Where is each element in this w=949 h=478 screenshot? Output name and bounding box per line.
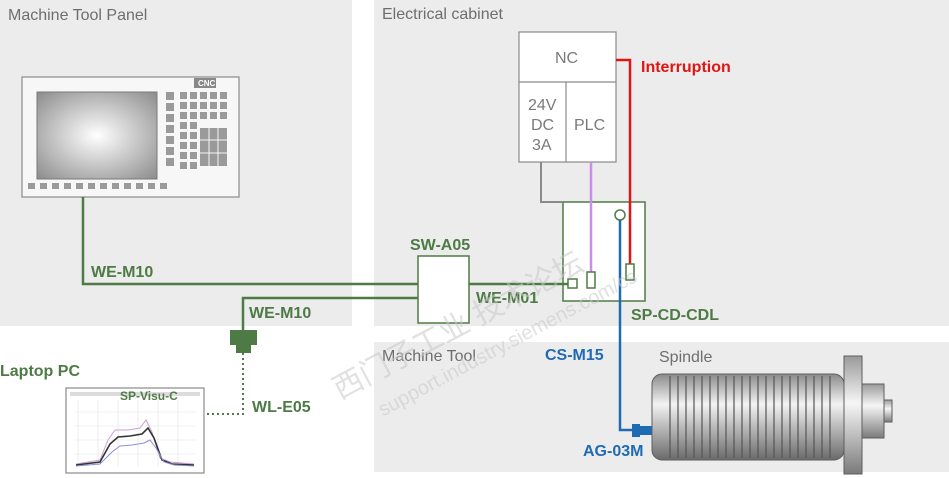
we-m10-top-label: WE-M10 xyxy=(91,264,153,281)
we-m01-label: WE-M01 xyxy=(476,290,538,307)
psu-label-line2: DC xyxy=(531,117,554,134)
wl-e05-label: WL-E05 xyxy=(252,399,311,416)
electrical-cabinet-region xyxy=(374,0,949,326)
nc-plc-unit: NC 24V DC 3A PLC xyxy=(518,31,617,163)
wl-e05-wireless-link xyxy=(205,353,244,415)
plc-connector xyxy=(586,271,596,289)
machine-tool-label: Machine Tool xyxy=(382,348,476,365)
cnc-panel-label: CNC xyxy=(198,79,216,88)
we-m10-bottom-label: WE-M10 xyxy=(249,305,311,322)
laptop-trace-main xyxy=(75,426,195,466)
spindle-label: Spindle xyxy=(659,349,712,366)
nc-label: NC xyxy=(555,50,578,67)
we-m10-cable-bottom xyxy=(241,296,418,330)
electrical-cabinet-label: Electrical cabinet xyxy=(382,6,504,23)
interruption-wire xyxy=(616,58,632,264)
psu-label-line3: 3A xyxy=(532,137,552,154)
sw-a05-label: SW-A05 xyxy=(410,237,470,254)
spindle-image xyxy=(651,355,893,475)
sp-cd-cdl-label: SP-CD-CDL xyxy=(631,307,719,324)
plc-label: PLC xyxy=(574,117,605,134)
cs-m15-label: CS-M15 xyxy=(545,347,604,364)
machine-tool-panel-label: Machine Tool Panel xyxy=(8,7,147,24)
ag-03m-label: AG-03M xyxy=(583,443,643,460)
laptop-pc-label: Laptop PC xyxy=(0,363,80,380)
psu-wire xyxy=(540,162,563,203)
visu-label: SP-Visu-C xyxy=(120,389,178,403)
interruption-connector xyxy=(625,263,635,281)
we-m01-port xyxy=(567,278,578,289)
sensor-port xyxy=(614,209,626,221)
cs-m15-cable xyxy=(618,220,632,432)
cnc-panel: CNC xyxy=(21,76,240,198)
psu-label-line1: 24V xyxy=(528,97,557,114)
interruption-label: Interruption xyxy=(641,59,731,76)
wl-e05-plug xyxy=(230,330,257,353)
laptop-screen xyxy=(65,387,205,474)
laptop-trace-upper xyxy=(75,419,195,465)
sw-a05-switch xyxy=(417,255,470,324)
we-m10-cable-top xyxy=(81,197,418,286)
laptop-trace-lower xyxy=(75,439,195,467)
